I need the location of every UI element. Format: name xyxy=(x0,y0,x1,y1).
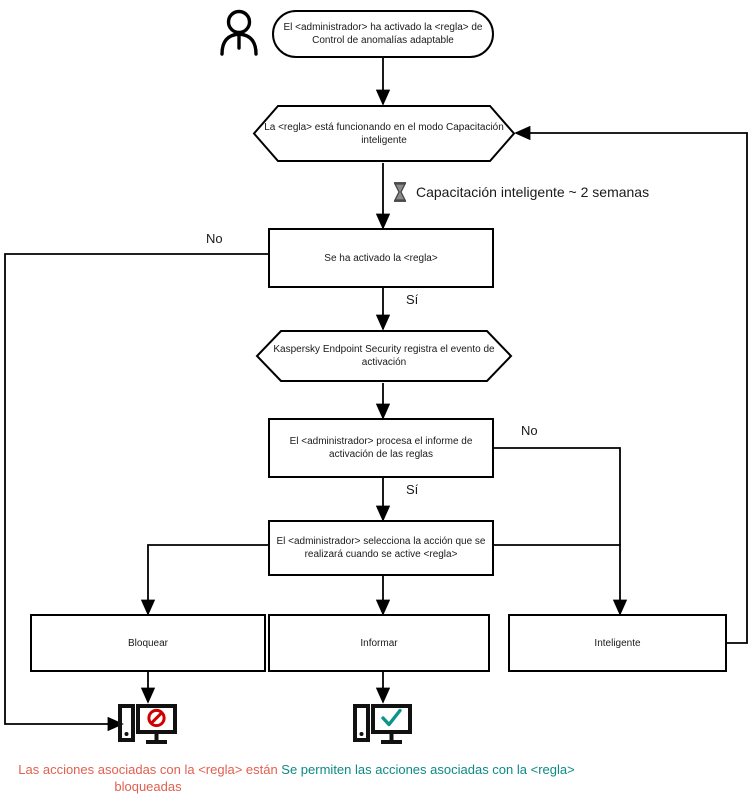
node-logevent-label: Kaspersky Endpoint Security registra el … xyxy=(273,344,495,368)
node-inform-label: Informar xyxy=(360,637,398,649)
hexagon-shape xyxy=(252,105,516,162)
edge-label-si-report: Sí xyxy=(406,482,419,497)
edge-report-no-to-smart xyxy=(494,447,621,545)
hexagon-shape xyxy=(255,330,513,382)
node-smart-label: Inteligente xyxy=(594,637,641,649)
edge-selectact-to-block xyxy=(140,544,268,616)
edge-label-no-report: No xyxy=(521,423,538,438)
node-training: La <regla> está funcionando en el modo C… xyxy=(252,104,516,163)
edge-label-si-triggered: Sí xyxy=(406,292,419,307)
hourglass-icon xyxy=(392,182,408,202)
node-report: El <administrador> procesa el informe de… xyxy=(268,418,494,478)
node-block-label: Bloquear xyxy=(127,637,169,649)
edge-selectact-to-smart xyxy=(494,544,628,616)
monitor-blocked-icon xyxy=(118,702,178,748)
node-start: El <administrador> ha activado la <regla… xyxy=(272,10,494,58)
node-report-label: El <administrador> procesa el informe de… xyxy=(289,436,473,460)
node-select-action-label: El <administrador> selecciona la acción … xyxy=(276,536,486,560)
outcome-blocked-caption: Las acciones asociadas con la <regla> es… xyxy=(18,762,278,794)
edge-label-no-triggered: No xyxy=(206,231,223,246)
node-start-label: El <administrador> ha activado la <regla… xyxy=(283,22,483,46)
node-select-action: El <administrador> selecciona la acción … xyxy=(268,520,494,576)
note-training-duration-label: Capacitación inteligente ~ 2 semanas xyxy=(416,184,650,200)
node-inform: Informar xyxy=(268,614,490,672)
edge-smart-feedback-to-training xyxy=(514,125,748,644)
edge-triggered-no-to-blocked xyxy=(4,253,268,732)
node-logevent: Kaspersky Endpoint Security registra el … xyxy=(255,329,513,383)
node-block: Bloquear xyxy=(30,614,266,672)
outcome-allowed-caption: Se permiten las acciones asociadas con l… xyxy=(281,762,575,777)
node-triggered-label: Se ha activado la <regla> xyxy=(324,252,438,264)
node-triggered: Se ha activado la <regla> xyxy=(268,228,494,288)
person-icon xyxy=(214,8,264,60)
monitor-allowed-icon xyxy=(353,702,413,748)
note-training-duration: Capacitación inteligente ~ 2 semanas xyxy=(392,182,649,202)
node-smart: Inteligente xyxy=(508,614,727,672)
node-training-label: La <regla> está funcionando en el modo C… xyxy=(264,121,504,146)
